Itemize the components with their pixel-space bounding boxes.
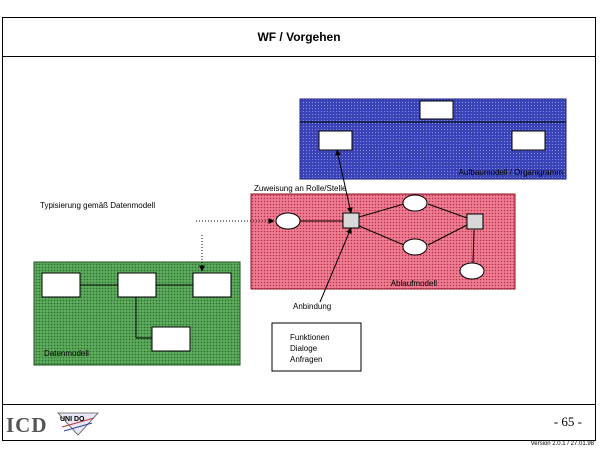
- process-event-node: [402, 238, 428, 256]
- process-function-node: [342, 212, 360, 229]
- binding-label: Anbindung: [293, 302, 331, 311]
- binding-arrow: [319, 227, 352, 303]
- org-box-left: [318, 130, 353, 151]
- title-bar: WF / Vorgehen: [2, 17, 596, 57]
- page-number: - 65 -: [553, 414, 582, 429]
- process-edge: [427, 203, 468, 219]
- data-entity-box: [117, 272, 157, 298]
- process-model: Ablaufmodell: [250, 193, 516, 290]
- process-edge: [358, 203, 405, 218]
- assignment-arrow: [335, 149, 353, 214]
- process-event-node: [459, 262, 485, 280]
- icd-logo-text: ICD: [6, 413, 48, 437]
- functions-box: Funktionen Dialoge Anfragen: [271, 322, 362, 372]
- version-info: Version 2.0.1 / 27.01.98: [530, 441, 594, 447]
- functions-line: Dialoge: [290, 344, 318, 353]
- process-edge: [427, 224, 468, 246]
- data-model: Datenmodell: [33, 261, 241, 366]
- unido-logo: UNI DO: [57, 412, 99, 436]
- org-box-top: [419, 100, 454, 120]
- unido-logo-stroke: [61, 417, 95, 428]
- functions-line: Funktionen: [290, 333, 330, 342]
- process-edge: [358, 225, 405, 246]
- process-event-node: [402, 194, 428, 212]
- page-title: WF / Vorgehen: [257, 30, 341, 44]
- unido-logo-text: UNI DO: [60, 416, 85, 423]
- process-function-node: [466, 213, 484, 230]
- data-entity-box: [151, 326, 191, 352]
- functions-line: Anfragen: [290, 355, 322, 364]
- footer-divider: [2, 404, 596, 405]
- data-entity-box: [41, 272, 81, 298]
- org-model-label: Aufbaumodell / Organigramm: [459, 168, 564, 177]
- process-model-label: Ablaufmodell: [391, 279, 437, 288]
- assignment-label: Zuweisung an Rolle/Stelle: [254, 184, 347, 193]
- typing-label: Typisierung gemäß Datenmodell: [40, 201, 155, 210]
- data-model-label: Datenmodell: [44, 349, 89, 358]
- process-event-node: [275, 212, 301, 230]
- org-box-right: [511, 130, 546, 151]
- org-model: Aufbaumodell / Organigramm: [299, 98, 567, 180]
- process-edge: [472, 229, 475, 264]
- icd-logo: ICD: [6, 413, 48, 437]
- unido-logo-stroke: [63, 422, 93, 432]
- data-entity-box: [192, 272, 232, 298]
- functions-box-frame: [271, 322, 362, 372]
- slide-frame: [2, 17, 596, 441]
